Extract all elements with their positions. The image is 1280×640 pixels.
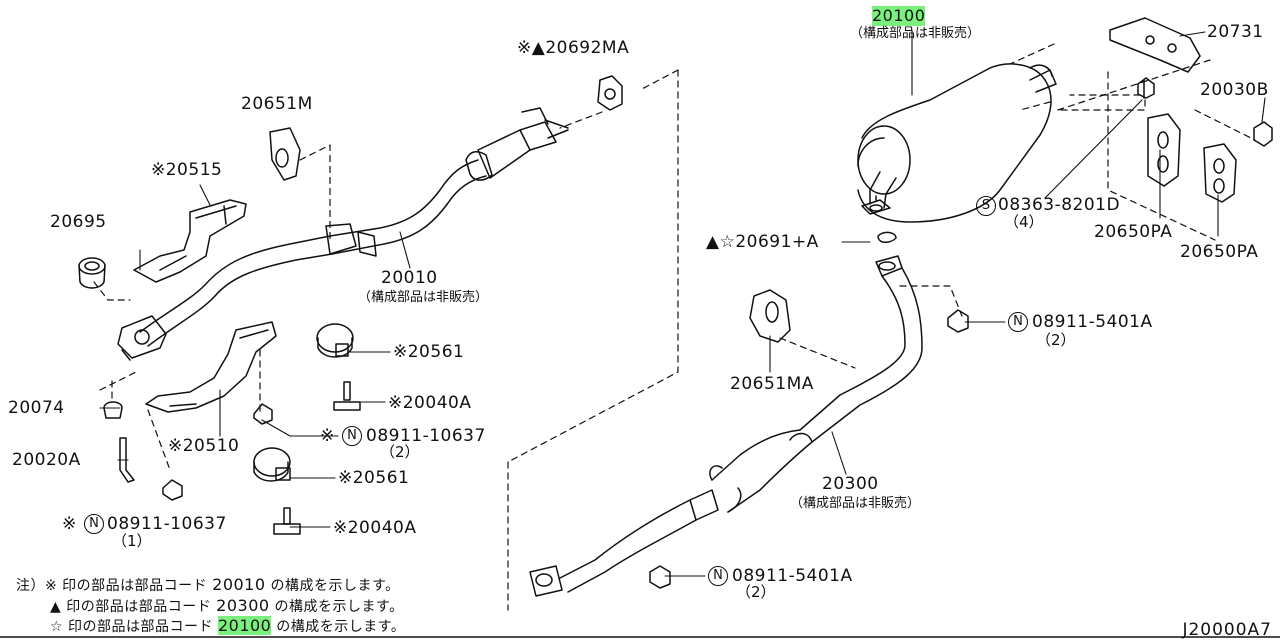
part-label-20515[interactable]: ※20515 [151, 160, 223, 180]
part-label-20010[interactable]: 20010 [381, 268, 438, 288]
part-label-20691a[interactable]: ▲☆20691+A [706, 232, 819, 252]
note-line-1: 注）※ 印の部品は部品コード 20010 の構成を示します。 [16, 576, 400, 595]
part-prefix-08911-10637-1: ※ [320, 426, 335, 446]
part-label-08911-5401a-1[interactable]: 08911-5401A [1032, 312, 1153, 332]
part-label-20040a-1[interactable]: ※20040A [388, 393, 472, 413]
part-prefix-08911-10637-2: ※ [62, 514, 77, 534]
diagram-code: J20000A7 [1182, 620, 1272, 640]
part-label-20695[interactable]: 20695 [50, 212, 107, 232]
part-label-08911-10637-1[interactable]: 08911-10637 [366, 426, 486, 446]
part-label-20651m[interactable]: 20651M [241, 94, 313, 114]
part-qty-08911-10637-1: （2） [380, 443, 420, 461]
note-line-1-suffix: の構成を示します。 [265, 578, 400, 594]
part-label-08911-10637-2[interactable]: 08911-10637 [107, 514, 227, 534]
note-line-2-prefix: ▲ 印の部品は部品コード [50, 599, 217, 615]
dashed-leaders [93, 94, 1146, 471]
part-label-20020a[interactable]: 20020A [12, 450, 81, 470]
nut-symbol-n-4: N [708, 566, 728, 586]
part-label-20040a-2[interactable]: ※20040A [333, 518, 417, 538]
part-note-20010: （構成部品は非販売） [358, 290, 489, 305]
note-line-1-code[interactable]: 20010 [212, 575, 266, 594]
note-line-1-prefix: 注）※ 印の部品は部品コード [16, 578, 213, 594]
part-label-20731[interactable]: 20731 [1207, 22, 1264, 42]
part-note-20300: （構成部品は非販売） [790, 496, 921, 511]
center-pipe-20300 [529, 255, 923, 597]
nut-symbol-n-1: N [1008, 312, 1028, 332]
dashed-frame-muffler [1009, 43, 1256, 241]
part-label-20692ma[interactable]: ※▲20692MA [517, 38, 630, 58]
note-line-3: ☆ 印の部品は部品コード 20100 の構成を示します。 [50, 616, 406, 636]
part-label-20074[interactable]: 20074 [8, 398, 65, 418]
note-line-3-code[interactable]: 20100 [217, 616, 272, 635]
part-label-20650pa-1[interactable]: 20650PA [1094, 222, 1173, 242]
note-line-3-prefix: ☆ 印の部品は部品コード [50, 619, 218, 635]
note-line-3-suffix: の構成を示します。 [271, 619, 406, 635]
part-label-20510[interactable]: ※20510 [168, 436, 240, 456]
part-label-20030b[interactable]: 20030B [1200, 80, 1269, 100]
part-label-08363-8201d[interactable]: 08363-8201D [998, 195, 1121, 215]
part-label-20650pa-2[interactable]: 20650PA [1180, 242, 1259, 262]
muffler-hangers [649, 17, 1273, 589]
part-qty-08911-5401a-1: （2） [1036, 331, 1076, 349]
dashed-frame-front [507, 69, 679, 611]
front-pipe-20010 [117, 107, 569, 361]
bolt-symbol-s: S [976, 196, 996, 216]
part-label-20300[interactable]: 20300 [822, 474, 879, 494]
part-label-08911-5401a-2[interactable]: 08911-5401A [732, 566, 853, 586]
part-label-20100[interactable]: 20100 [872, 6, 926, 26]
part-qty-08363-8201d: （4） [1004, 213, 1044, 231]
note-line-2: ▲ 印の部品は部品コード 20300 の構成を示します。 [50, 597, 404, 616]
part-qty-08911-5401a-2: （2） [736, 583, 776, 601]
heat-shield-20515 [133, 199, 247, 283]
note-line-2-suffix: の構成を示します。 [269, 599, 404, 615]
main-muffler-20100 [857, 63, 1057, 243]
part-qty-08911-10637-2: （1） [112, 532, 152, 550]
part-label-20561-1[interactable]: ※20561 [393, 342, 465, 362]
heat-shield-20510 [145, 321, 277, 413]
part-label-20651ma[interactable]: 20651MA [730, 374, 814, 394]
small-parts-left [78, 75, 623, 535]
nut-symbol-n-2: N [342, 426, 362, 446]
part-note-20100: （構成部品は非販売） [850, 26, 981, 41]
note-line-2-code[interactable]: 20300 [216, 596, 270, 615]
nut-symbol-n-3: N [84, 514, 104, 534]
part-label-20561-2[interactable]: ※20561 [338, 468, 410, 488]
